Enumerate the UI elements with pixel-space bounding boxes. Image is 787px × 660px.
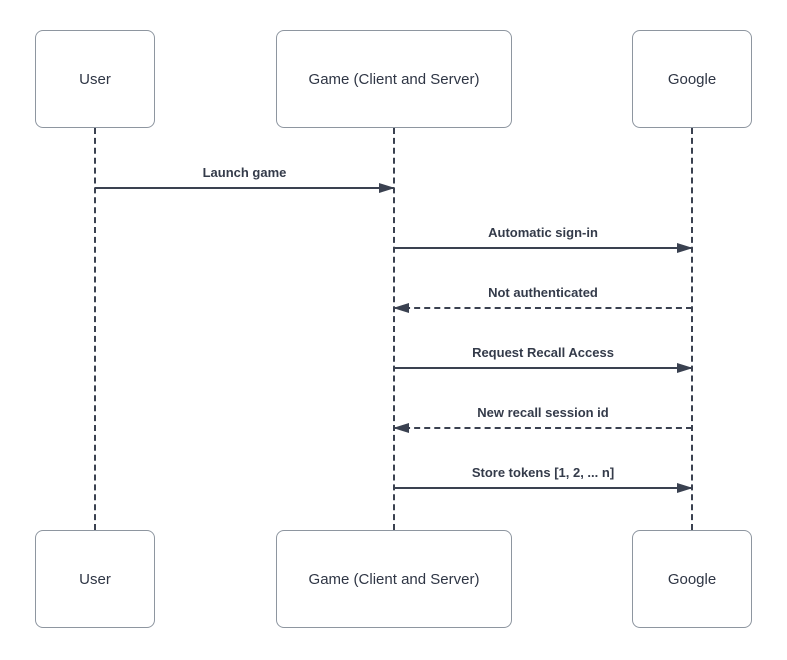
message-arrow-line (394, 427, 692, 429)
message-new-recall-session-id: New recall session id (393, 405, 692, 433)
actor-label-google-bottom: Google (667, 570, 717, 588)
message-arrow-line (394, 307, 692, 309)
arrowhead-right-icon (379, 183, 395, 193)
message-arrow-line (394, 247, 692, 249)
lifeline-google (691, 128, 693, 530)
message-not-authenticated: Not authenticated (393, 285, 692, 313)
message-arrow-line (394, 487, 692, 489)
lifeline-user (94, 128, 96, 530)
arrowhead-right-icon (677, 243, 693, 253)
arrowhead-right-icon (677, 363, 693, 373)
message-request-recall-access: Request Recall Access (394, 345, 693, 373)
actor-label-user-bottom: User (79, 570, 111, 588)
actor-label-user-top: User (79, 70, 111, 88)
message-store-tokens: Store tokens [1, 2, ... n] (394, 465, 693, 493)
message-label: Request Recall Access (472, 345, 614, 360)
message-arrow-line (394, 367, 692, 369)
message-label: Launch game (202, 165, 287, 180)
message-label: Automatic sign-in (488, 225, 598, 240)
arrowhead-right-icon (677, 483, 693, 493)
arrowhead-left-icon (393, 303, 409, 313)
actor-box-google-top: Google (632, 30, 752, 128)
actor-box-user-bottom: User (35, 530, 155, 628)
actor-label-game-bottom: Game (Client and Server) (308, 570, 480, 588)
message-label: Not authenticated (488, 285, 598, 300)
lifeline-game (393, 128, 395, 530)
message-automatic-sign-in: Automatic sign-in (394, 225, 693, 253)
message-label: Store tokens [1, 2, ... n] (471, 465, 615, 480)
actor-box-game-bottom: Game (Client and Server) (276, 530, 512, 628)
message-arrow-line (95, 187, 394, 189)
actor-box-user-top: User (35, 30, 155, 128)
actor-label-google-top: Google (667, 70, 717, 88)
actor-label-game-top: Game (Client and Server) (308, 70, 480, 88)
actor-box-google-bottom: Google (632, 530, 752, 628)
message-label: New recall session id (477, 405, 609, 420)
arrowhead-left-icon (393, 423, 409, 433)
actor-box-game-top: Game (Client and Server) (276, 30, 512, 128)
message-launch-game: Launch game (95, 165, 395, 193)
